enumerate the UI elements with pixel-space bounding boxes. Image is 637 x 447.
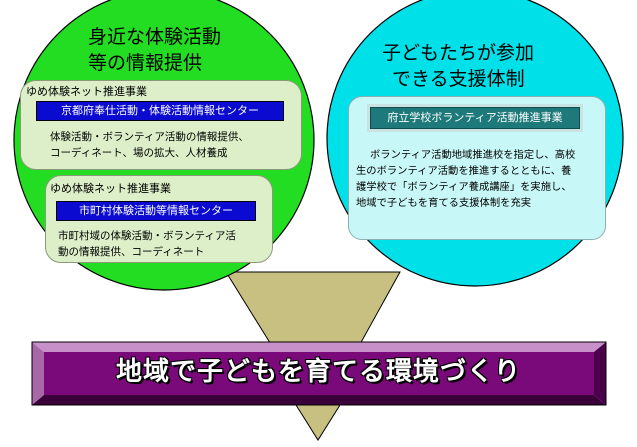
- left-panel-1-desc: 体験活動・ボランティア活動の情報提供、 コーディネート、場の拡大、人材養成: [50, 129, 249, 161]
- left-panel-2-desc-line2: 動の情報提供、コーディネート: [58, 246, 205, 258]
- left-panel-1-bar: 京都府奉仕活動・体験活動情報センター: [36, 101, 284, 121]
- left-panel-1-desc-line2: コーディネート、場の拡大、人材養成: [50, 147, 228, 159]
- banner-face: [44, 352, 594, 395]
- left-circle-title: 身近な体験活動 等の情報提供: [88, 24, 221, 76]
- funnel-tip: [295, 404, 341, 441]
- left-panel-1: [20, 80, 302, 170]
- left-panel-2-desc: 市町村域の体験活動・ボランティア活 動の情報提供、コーディネート: [58, 228, 236, 260]
- left-title-line2: 等の情報提供: [88, 52, 203, 74]
- banner-bevel-right: [594, 342, 606, 405]
- right-panel-desc-line1: ボランティア活動地域推進校を指定し、高校: [370, 149, 576, 161]
- right-panel-desc-line4: 地域で子どもを育てる支援体制を充実: [356, 197, 532, 209]
- left-panel-2-desc-line1: 市町村域の体験活動・ボランティア活: [58, 230, 236, 242]
- banner-bevel-left: [32, 342, 44, 405]
- left-panel-1-desc-line1: 体験活動・ボランティア活動の情報提供、: [50, 131, 249, 143]
- right-panel-desc-line3: 護学校で「ボランティア養成講座」を実施し、: [356, 181, 572, 193]
- banner-bevel-top: [32, 342, 606, 352]
- right-panel-desc: ボランティア活動地域推進校を指定し、高校 生のボランティア活動を推進するとともに…: [356, 147, 575, 211]
- left-panel-2-label: ゆめ体験ネット推進事業: [50, 182, 171, 195]
- left-title-line1: 身近な体験活動: [88, 26, 222, 48]
- left-panel-1-label: ゆめ体験ネット推進事業: [26, 85, 147, 98]
- right-circle-title: 子どもたちが参加 できる支援体制: [382, 40, 534, 92]
- right-panel-bar: 府立学校ボランティア活動推進事業: [370, 107, 580, 129]
- right-panel-desc-line2: 生のボランティア活動を推進するとともに、養: [356, 165, 572, 177]
- banner-bevel-bottom: [32, 395, 606, 405]
- right-title-line1: 子どもたちが参加: [382, 42, 535, 64]
- right-title-line2: できる支援体制: [392, 68, 525, 90]
- left-panel-2-bar: 市町村体験活動等情報センター: [56, 201, 256, 221]
- banner-text: 地域で子どもを育てる環境づくり: [115, 357, 521, 387]
